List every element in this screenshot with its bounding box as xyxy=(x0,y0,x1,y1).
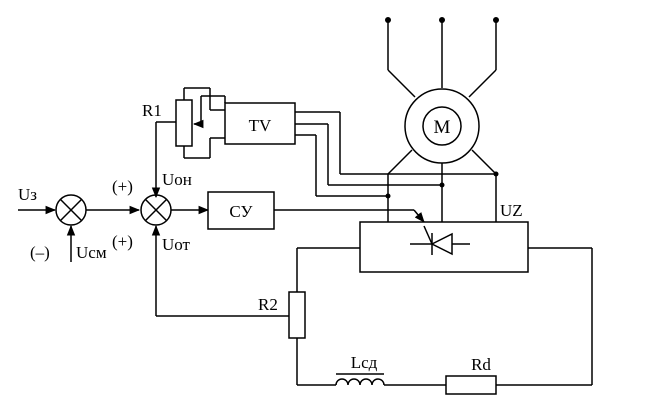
dc-output-loop xyxy=(296,247,593,386)
terminal-dot xyxy=(439,17,445,23)
tv-block xyxy=(224,102,296,145)
r1-label: R1 xyxy=(142,101,162,120)
thyristor-symbol xyxy=(410,225,470,256)
tv-connections xyxy=(295,111,499,199)
r2-feedback xyxy=(151,224,289,317)
rd-resistor xyxy=(445,375,497,395)
uz-label: UZ xyxy=(500,201,523,220)
summing-junction-1 xyxy=(18,194,141,262)
plus-sign-top: (+) xyxy=(112,177,133,196)
motor-leads xyxy=(387,149,497,222)
r1-potentiometer xyxy=(151,87,226,199)
plus-sign-bottom: (+) xyxy=(112,232,133,251)
uon-label: Uон xyxy=(162,170,192,189)
summing-junction-2 xyxy=(140,194,210,226)
su-label: СУ xyxy=(229,202,253,221)
rd-label: Rd xyxy=(471,355,491,374)
three-phase-supply xyxy=(385,17,499,98)
r2-resistor xyxy=(288,291,306,339)
lsd-label: Lсд xyxy=(351,353,378,372)
terminal-dot xyxy=(385,17,391,23)
minus-sign: (–) xyxy=(30,243,50,262)
usm-label: Uсм xyxy=(76,243,107,262)
motor-m: M xyxy=(404,88,480,164)
terminal-dot xyxy=(493,17,499,23)
uot-label: Uот xyxy=(162,235,191,254)
lsd-inductor xyxy=(335,373,385,386)
motor-label: M xyxy=(434,117,451,138)
su-to-thyristor xyxy=(274,209,425,223)
r2-label: R2 xyxy=(258,295,278,314)
tv-label: TV xyxy=(249,116,272,135)
uz-label: Uз xyxy=(18,185,37,204)
